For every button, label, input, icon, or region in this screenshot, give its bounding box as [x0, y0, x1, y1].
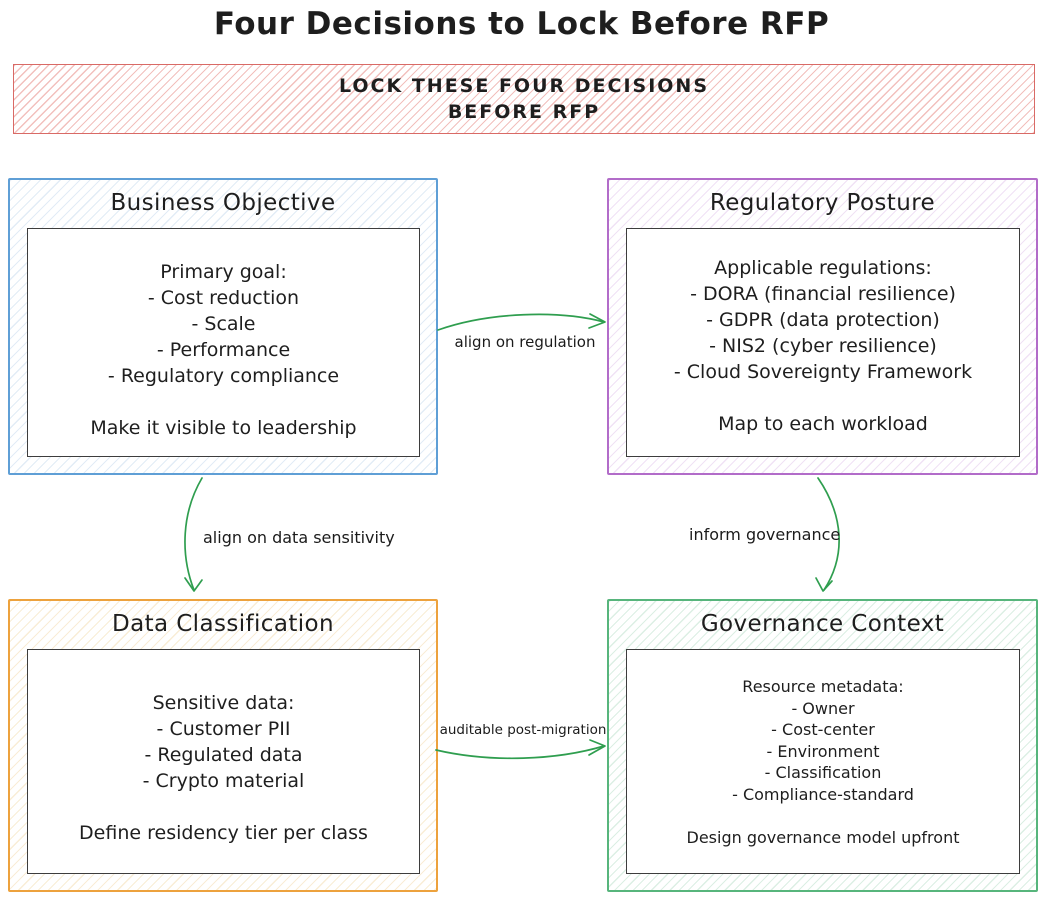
page-title: Four Decisions to Lock Before RFP — [213, 6, 830, 42]
body-line-gap — [627, 385, 1019, 411]
body-line: Applicable regulations: — [714, 257, 932, 279]
box-title-regulatory-posture: Regulatory Posture — [709, 190, 936, 216]
banner-line-2: BEFORE RFP — [447, 101, 601, 123]
body-line: - NIS2 (cyber resilience) — [709, 335, 937, 357]
arrow-label-inform-governance: inform governance — [689, 525, 841, 544]
body-line: - Cloud Sovereignty Framework — [673, 361, 973, 383]
box-business-objective: Business Objective Primary goal: - Cost … — [8, 178, 438, 475]
body-line: - Crypto material — [142, 770, 305, 792]
arrow-auditable-post-migration — [435, 739, 606, 760]
body-line: - Environment — [766, 741, 880, 761]
arrow-label-align-on-data-sensitivity: align on data sensitivity — [203, 528, 395, 547]
panel-data-classification: Sensitive data: - Customer PII - Regulat… — [27, 649, 420, 874]
body-line: Resource metadata: — [742, 677, 904, 696]
box-governance-context: Governance Context Resource metadata: - … — [607, 599, 1038, 892]
arrow-label-align-on-regulation: align on regulation — [454, 333, 596, 351]
arrow-align-on-regulation — [437, 313, 606, 331]
body-line: Primary goal: — [160, 261, 287, 283]
body-line: - Customer PII — [156, 718, 291, 740]
banner-line-1: LOCK THESE FOUR DECISIONS — [338, 75, 710, 97]
body-line: Sensitive data: — [152, 692, 295, 714]
box-title-business-objective: Business Objective — [110, 190, 336, 216]
body-line: - Regulatory compliance — [107, 365, 340, 387]
box-data-classification: Data Classification Sensitive data: - Cu… — [8, 599, 438, 892]
arrow-inform-governance — [815, 477, 840, 592]
arrow-align-on-data-sensitivity — [184, 477, 203, 592]
box-regulatory-posture: Regulatory Posture Applicable regulation… — [607, 178, 1038, 475]
body-line: - Classification — [764, 763, 882, 782]
box-title-data-classification: Data Classification — [111, 611, 334, 637]
panel-business-objective: Primary goal: - Cost reduction - Scale -… — [27, 228, 420, 457]
body-line: - DORA (financial resilience) — [690, 283, 956, 305]
box-title-governance-context: Governance Context — [700, 611, 945, 637]
body-line: - Regulated data — [144, 744, 303, 766]
panel-regulatory-posture: Applicable regulations: - DORA (financia… — [626, 228, 1020, 457]
panel-governance-context: Resource metadata: - Owner - Cost-center… — [626, 649, 1020, 874]
body-line: - Scale — [191, 313, 256, 335]
arrow-label-auditable-post-migration: auditable post-migration — [439, 722, 607, 738]
body-line: Define residency tier per class — [79, 822, 368, 844]
body-line: Map to each workload — [718, 413, 928, 435]
body-line: - Cost reduction — [147, 287, 300, 309]
body-line: - GDPR (data protection) — [706, 309, 940, 331]
body-line-gap — [627, 805, 1019, 827]
body-line: - Cost-center — [771, 720, 875, 739]
body-line-gap — [28, 389, 419, 415]
body-line: Make it visible to leadership — [90, 417, 357, 439]
body-line: - Compliance-standard — [732, 784, 914, 804]
body-line: - Owner — [791, 698, 855, 718]
body-line-gap — [28, 794, 419, 820]
decision-banner: LOCK THESE FOUR DECISIONS BEFORE RFP — [13, 64, 1035, 134]
body-line: Design governance model upfront — [686, 827, 960, 847]
body-line: - Performance — [156, 339, 291, 361]
